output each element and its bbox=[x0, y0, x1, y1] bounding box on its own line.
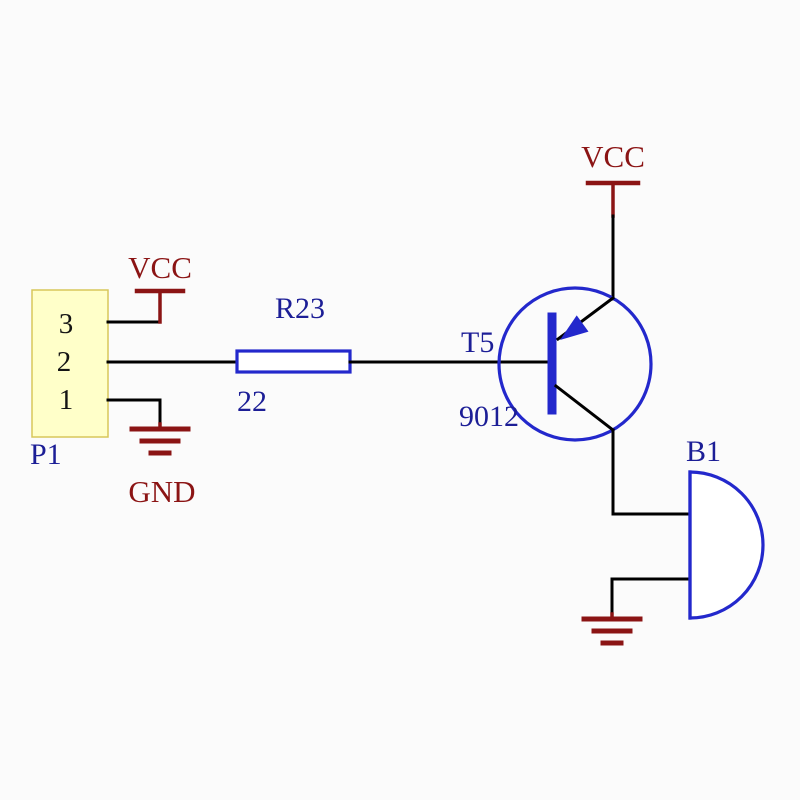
buzzer-dome bbox=[688, 470, 765, 620]
gnd-symbol-left: GND bbox=[128, 422, 196, 509]
transistor-collector-line bbox=[553, 383, 616, 433]
transistor-ref-label: T5 bbox=[461, 326, 494, 359]
connector-pin2-label: 2 bbox=[57, 346, 72, 378]
vcc-symbol-top: VCC bbox=[581, 139, 645, 301]
connector-pin3-label: 3 bbox=[59, 308, 74, 340]
resistor-ref-label: R23 bbox=[275, 292, 325, 325]
collector-wires bbox=[610, 428, 692, 616]
resistor-r23: R23 22 bbox=[235, 292, 553, 418]
resistor-body bbox=[235, 349, 352, 374]
vcc-top-label: VCC bbox=[581, 139, 645, 174]
connector-p1: 3 2 1 P1 bbox=[30, 289, 109, 471]
connector-body bbox=[31, 289, 109, 438]
resistor-value-label: 22 bbox=[237, 385, 267, 418]
buzzer-b1: B1 bbox=[686, 435, 765, 620]
transistor-t5: T5 9012 bbox=[459, 286, 653, 442]
gnd-left-label: GND bbox=[128, 474, 195, 509]
connector-pin1-label: 1 bbox=[59, 384, 74, 416]
transistor-value-label: 9012 bbox=[459, 400, 519, 433]
vcc-symbol-left: VCC bbox=[128, 250, 192, 324]
vcc-left-label: VCC bbox=[128, 250, 192, 285]
transistor-emitter-arrow bbox=[560, 315, 589, 340]
gnd-symbol-bottom bbox=[581, 612, 643, 646]
connector-ref-label: P1 bbox=[30, 438, 62, 471]
transistor-circle bbox=[497, 286, 653, 442]
buzzer-ref-label: B1 bbox=[686, 435, 721, 468]
connector-wires bbox=[106, 320, 239, 426]
